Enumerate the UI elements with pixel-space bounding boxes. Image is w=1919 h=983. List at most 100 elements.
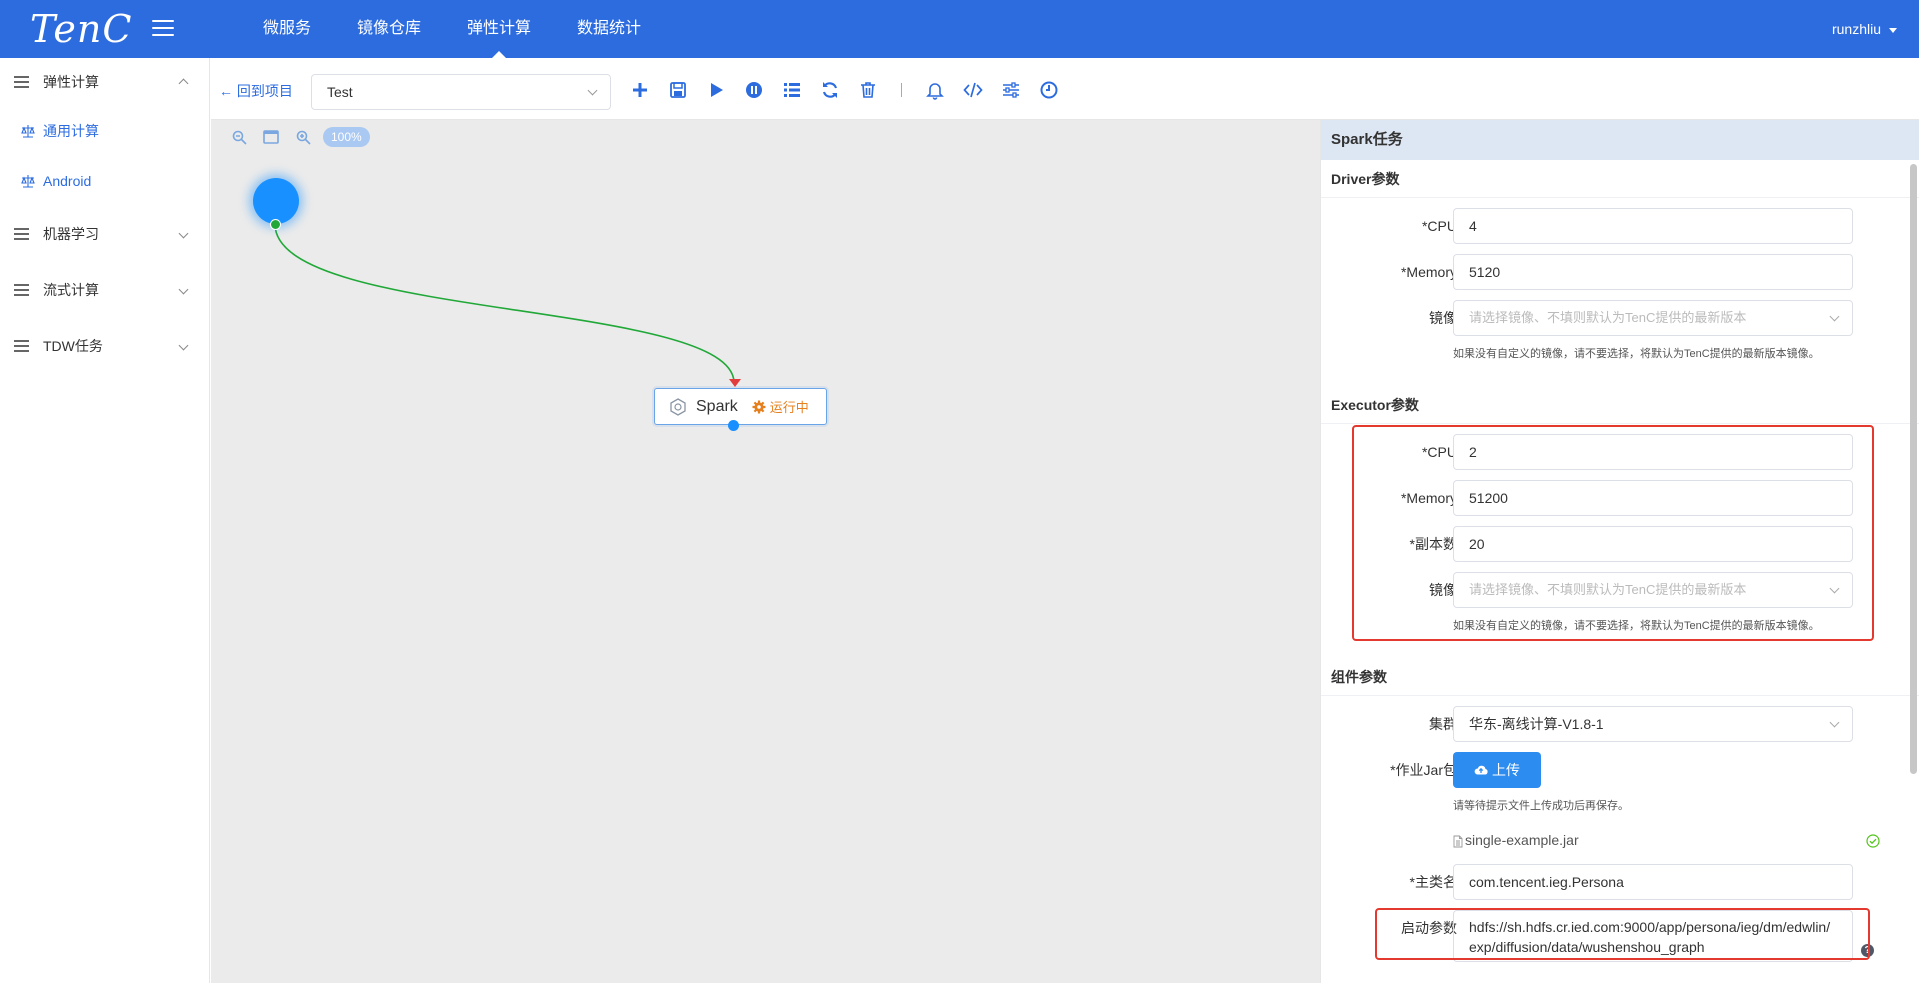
sliders-icon[interactable] xyxy=(992,76,1030,104)
fit-screen-icon[interactable] xyxy=(255,126,287,148)
component-section-title: 组件参数 xyxy=(1321,658,1919,696)
refresh-icon[interactable] xyxy=(811,76,849,104)
toolbar-icons xyxy=(621,76,1068,104)
field-label: *CPU xyxy=(1421,444,1457,460)
stop-icon[interactable] xyxy=(735,76,773,104)
project-select-value: Test xyxy=(327,84,353,100)
nav-data-stats[interactable]: 数据统计 xyxy=(577,20,642,37)
sidebar-group-elastic[interactable]: 弹性计算 xyxy=(0,58,209,106)
driver-memory-input[interactable]: 5120 xyxy=(1453,254,1853,290)
chevron-down-icon xyxy=(587,85,598,96)
chevron-down-icon xyxy=(1829,583,1840,594)
start-node[interactable] xyxy=(253,178,299,224)
driver-cpu-input[interactable]: 4 xyxy=(1453,208,1853,244)
executor-image-row: 镜像 请选择镜像、不填则默认为TenC提供的最新版本 xyxy=(1321,572,1919,618)
zoom-out-icon[interactable] xyxy=(223,126,255,148)
node-label: Spark xyxy=(696,397,738,415)
panel-title: Spark任务 xyxy=(1321,120,1919,160)
sidebar-group-label: 机器学习 xyxy=(43,226,99,242)
menu-lines-icon xyxy=(14,284,29,296)
sidebar-group-ml[interactable]: 机器学习 xyxy=(0,206,209,262)
panel-scrollbar[interactable] xyxy=(1910,164,1917,774)
driver-image-select[interactable]: 请选择镜像、不填则默认为TenC提供的最新版本 xyxy=(1453,300,1853,336)
select-value: 华东-离线计算-V1.8-1 xyxy=(1469,716,1604,732)
menu-lines-icon xyxy=(14,228,29,240)
sidebar-group-stream[interactable]: 流式计算 xyxy=(0,262,209,318)
delete-icon[interactable] xyxy=(849,76,887,104)
toolbar-divider xyxy=(901,83,902,97)
flow-canvas[interactable]: 100% Spark 运行中 xyxy=(211,120,1320,983)
executor-image-select[interactable]: 请选择镜像、不填则默认为TenC提供的最新版本 xyxy=(1453,572,1853,608)
sidebar-group-label: 流式计算 xyxy=(43,282,99,298)
spark-task-node[interactable]: Spark 运行中 xyxy=(654,388,827,425)
nav-microservices[interactable]: 微服务 xyxy=(263,20,312,37)
chevron-down-icon xyxy=(1829,311,1840,322)
chevron-down-icon xyxy=(178,284,189,295)
save-icon[interactable] xyxy=(659,76,697,104)
nav-image-registry[interactable]: 镜像仓库 xyxy=(357,20,422,37)
file-name: single-example.jar xyxy=(1465,832,1579,848)
zoom-in-icon[interactable] xyxy=(287,126,319,148)
upload-button[interactable]: 上传 xyxy=(1453,752,1541,788)
args-textarea[interactable]: hdfs://sh.hdfs.cr.ied.com:9000/app/perso… xyxy=(1453,910,1853,962)
help-icon[interactable]: ? xyxy=(1861,944,1874,957)
executor-cpu-input[interactable]: 2 xyxy=(1453,434,1853,470)
menu-toggle-icon[interactable] xyxy=(152,20,174,36)
driver-image-hint: 如果没有自定义的镜像，请不要选择，将默认为TenC提供的最新版本镜像。 xyxy=(1453,348,1820,360)
zoom-level-badge: 100% xyxy=(323,127,370,147)
field-label: 启动参数 xyxy=(1401,920,1457,936)
play-icon[interactable] xyxy=(697,76,735,104)
sidebar: 弹性计算 通用计算 Android 机器学习 流式计算 TDW任务 xyxy=(0,58,210,983)
field-label: *作业Jar包 xyxy=(1390,762,1457,778)
args-row: 启动参数 hdfs://sh.hdfs.cr.ied.com:9000/app/… xyxy=(1321,910,1919,970)
editor-toolbar: ← 回到项目 Test xyxy=(211,58,1919,120)
start-node-port[interactable] xyxy=(270,219,281,230)
executor-memory-input[interactable]: 51200 xyxy=(1453,480,1853,516)
gear-icon xyxy=(752,400,766,413)
field-label: *副本数 xyxy=(1409,536,1457,552)
driver-section-title: Driver参数 xyxy=(1321,160,1919,198)
nav-elastic-compute[interactable]: 弹性计算 xyxy=(444,0,554,58)
chevron-up-icon xyxy=(178,78,189,89)
executor-memory-row: *Memory 51200 xyxy=(1321,480,1919,526)
user-menu[interactable]: runzhliu xyxy=(1832,0,1897,58)
sidebar-group-tdw[interactable]: TDW任务 xyxy=(0,318,209,374)
sidebar-group-label: 弹性计算 xyxy=(43,74,99,90)
field-label: 集群 xyxy=(1429,716,1457,732)
sidebar-item-android[interactable]: Android xyxy=(0,156,209,206)
node-input-port[interactable] xyxy=(729,379,741,387)
node-output-port[interactable] xyxy=(728,420,739,431)
project-select[interactable]: Test xyxy=(311,74,611,110)
bell-icon[interactable] xyxy=(916,76,954,104)
uploaded-file[interactable]: single-example.jar xyxy=(1321,826,1919,864)
sidebar-item-label: Android xyxy=(43,173,92,189)
field-label: *Memory xyxy=(1400,490,1457,506)
back-to-project-link[interactable]: ← 回到项目 xyxy=(219,83,293,99)
executor-replicas-input[interactable]: 20 xyxy=(1453,526,1853,562)
list-icon[interactable] xyxy=(773,76,811,104)
sidebar-item-general[interactable]: 通用计算 xyxy=(0,106,209,156)
clock-icon[interactable] xyxy=(1030,76,1068,104)
caret-down-icon xyxy=(1889,27,1897,33)
menu-lines-icon xyxy=(14,340,29,352)
field-label: 镜像 xyxy=(1429,310,1457,326)
cluster-select[interactable]: 华东-离线计算-V1.8-1 xyxy=(1453,706,1853,742)
file-icon xyxy=(1453,835,1463,848)
code-icon[interactable] xyxy=(954,76,992,104)
main-class-input[interactable]: com.tencent.ieg.Persona xyxy=(1453,864,1853,900)
executor-section-title: Executor参数 xyxy=(1321,386,1919,424)
cloud-upload-icon xyxy=(1474,765,1488,775)
top-navbar: TenC 微服务 镜像仓库 弹性计算 数据统计 runzhliu xyxy=(0,0,1919,58)
driver-cpu-row: *CPU 4 xyxy=(1321,208,1919,254)
menu-lines-icon xyxy=(14,76,29,88)
field-label: *主类名 xyxy=(1409,874,1457,890)
app-logo[interactable]: TenC xyxy=(30,7,133,51)
driver-memory-row: *Memory 5120 xyxy=(1321,254,1919,300)
main-class-row: *主类名 com.tencent.ieg.Persona xyxy=(1321,864,1919,910)
task-config-panel: Spark任务 Driver参数 *CPU 4 *Memory 5120 镜像 … xyxy=(1320,120,1919,983)
add-icon[interactable] xyxy=(621,76,659,104)
chevron-down-icon xyxy=(178,228,189,239)
sidebar-item-label: 通用计算 xyxy=(43,123,99,139)
chevron-down-icon xyxy=(1829,717,1840,728)
upload-hint: 请等待提示文件上传成功后再保存。 xyxy=(1453,800,1629,812)
